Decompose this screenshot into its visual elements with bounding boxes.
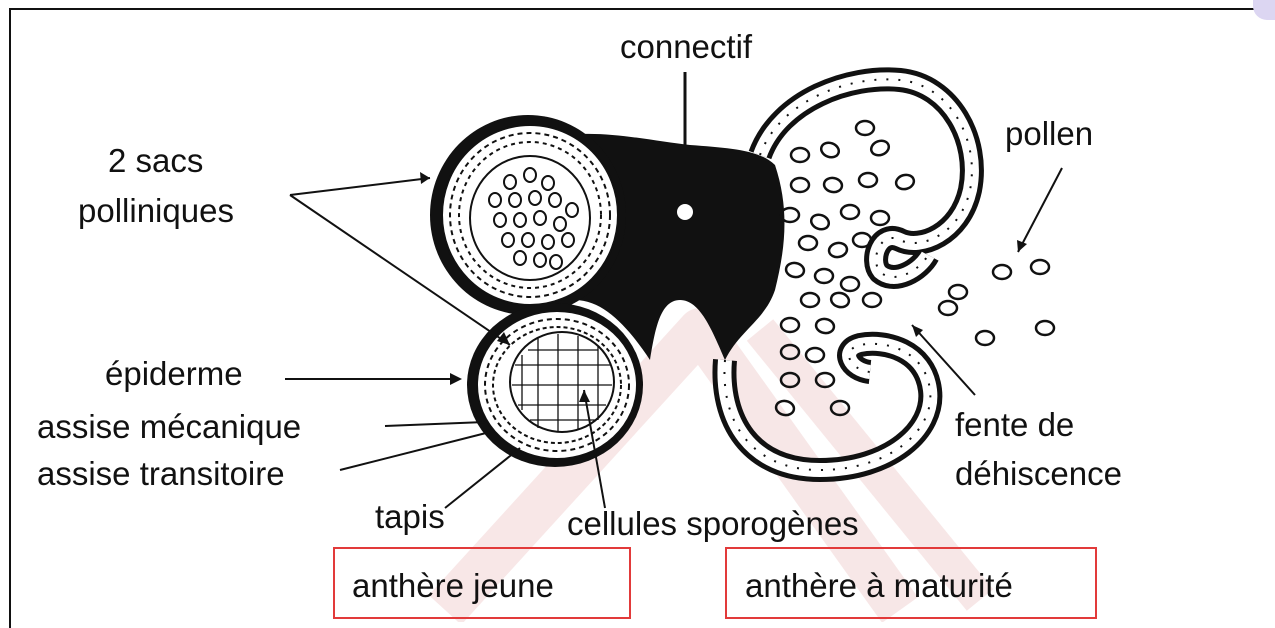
label-sacs-line2: polliniques [78,192,234,229]
pollen-grain [781,318,799,332]
pollen-grain [828,242,848,259]
pollen-grain [939,301,957,315]
pollen-grain [791,178,809,192]
label-sacs-line1: 2 sacs [108,142,203,179]
pollen-grain [976,331,994,345]
mature-anther-caption: anthère à maturité [745,567,1013,604]
label-pollen: pollen [1005,115,1093,152]
pollen-grain [841,205,859,219]
pollen-grain [799,236,817,250]
pollen-grain [853,233,871,247]
pollen-grain [993,265,1011,279]
pollen-grain [809,212,831,231]
pollen-grain [863,293,881,307]
pollen-grain [823,177,843,194]
pollen-grain [815,269,833,283]
label-epiderme: épiderme [105,355,243,392]
young-anther-caption: anthère jeune [352,567,554,604]
label-cellules-sporogenes: cellules sporogènes [567,505,859,542]
pollen-grain [801,293,819,307]
label-assise-mecanique: assise mécanique [37,408,301,445]
pollen-grain [871,211,889,225]
vascular-bundle [677,204,693,220]
label-tapis: tapis [375,498,445,535]
pollen-grain [841,277,859,291]
lower-pollen-sac [467,303,643,467]
pollen-grain [1036,321,1054,335]
pollen-grain [829,291,850,309]
pollen-grain [815,318,835,335]
label-connectif: connectif [620,28,753,65]
label-assise-transitoire: assise transitoire [37,455,285,492]
pollen-grain [806,348,824,362]
pollen-grain [819,140,841,159]
pollen-grain [791,148,809,162]
pollen-grain [1031,260,1049,274]
pollen-grain [785,262,805,279]
pollen-grain [856,121,874,135]
pollen-grain [859,173,877,187]
pollen-grain [869,138,891,157]
pollen-grain [894,173,915,191]
pollen-grain [949,285,967,299]
label-fente-line1: fente de [955,406,1074,443]
upper-pollen-sac [430,115,626,315]
label-fente-line2: déhiscence [955,455,1122,492]
